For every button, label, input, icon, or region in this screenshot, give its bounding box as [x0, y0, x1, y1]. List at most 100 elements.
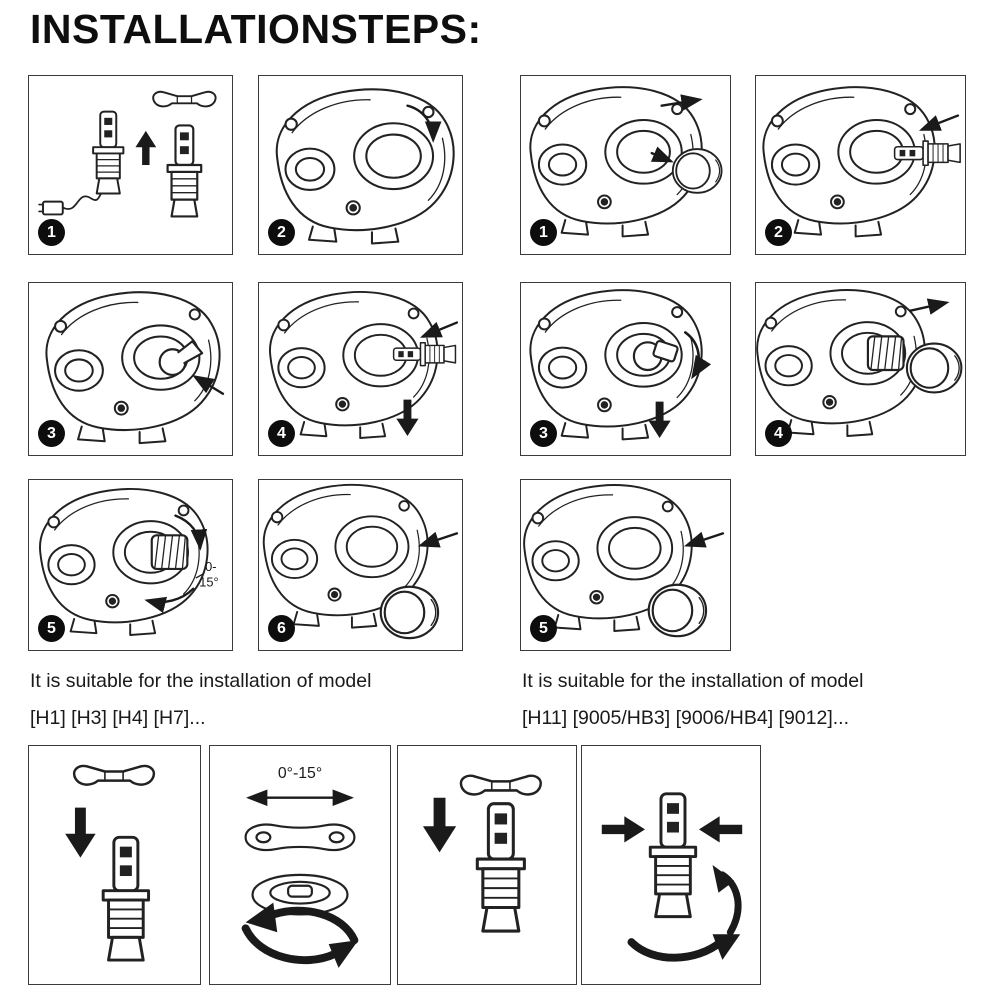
- right-step-2-illustration: [762, 86, 961, 238]
- page-title: INSTALLATIONSTEPS:: [30, 6, 482, 52]
- right-step-2-panel: 2: [755, 75, 966, 255]
- headlight-housing: [529, 289, 703, 441]
- dust-cap: [647, 583, 708, 638]
- rotate-arrow: [241, 924, 339, 965]
- step-number-badge: 2: [268, 219, 295, 246]
- right-arrow: [601, 816, 645, 843]
- power-connector: [38, 188, 106, 216]
- up-arrow: [135, 130, 157, 165]
- left-arrow: [698, 816, 743, 843]
- svg-text:15°: 15°: [199, 575, 218, 590]
- bottom-panel-3: [397, 745, 577, 985]
- left-step-6-illustration: [262, 483, 459, 640]
- left-step-4-panel: 4: [258, 282, 463, 456]
- rotate-arrow-head: [245, 902, 278, 933]
- rotate-arrow: [627, 938, 725, 962]
- note-line-2: [H1] [H3] [H4] [H7]...: [30, 707, 206, 729]
- left-step-2-illustration: [275, 88, 455, 245]
- angle-range-label: 0°-15°: [278, 765, 322, 782]
- dust-cap: [905, 342, 963, 394]
- led-bulb: [166, 124, 203, 218]
- bottom-2-illustration: 0°-15°: [241, 765, 359, 968]
- arrow: [918, 114, 960, 131]
- note-line-1: It is suitable for the installation of m…: [522, 670, 864, 692]
- threaded-collar: [866, 335, 905, 372]
- left-step-1-illustration: [38, 90, 217, 218]
- left-step-5-panel: 0- 15° 5: [28, 479, 233, 651]
- bulb-base: [632, 340, 679, 372]
- step-number-badge: 6: [268, 615, 295, 642]
- right-step-3-illustration: [529, 289, 712, 441]
- svg-text:0-: 0-: [205, 559, 216, 574]
- step-number-badge: 3: [530, 420, 557, 447]
- bulb-base: [158, 340, 204, 377]
- led-bulb: [475, 802, 526, 933]
- retaining-clip: [152, 90, 217, 108]
- headlight-housing: [45, 291, 221, 445]
- bottom-4-illustration: [601, 792, 743, 962]
- left-step-2-panel: 2: [258, 75, 463, 255]
- left-step-6-panel: 6: [258, 479, 463, 651]
- step-number-badge: 2: [765, 219, 792, 246]
- note-line-2: [H11] [9005/HB3] [9006/HB4] [9012]...: [522, 707, 850, 729]
- arrow: [650, 146, 674, 163]
- led-bulb: [648, 792, 698, 919]
- right-step-5-panel: 5: [520, 479, 731, 651]
- right-suitability-note: It is suitable for the installation of m…: [522, 670, 982, 744]
- rotate-arrow-head: [712, 934, 741, 960]
- arrow: [192, 375, 225, 395]
- led-bulb: [92, 110, 125, 195]
- headlight-housing: [269, 291, 439, 439]
- adapter-gasket: [244, 823, 356, 852]
- bottom-panel-1: [28, 745, 201, 985]
- angle-tick: [195, 573, 204, 579]
- threaded-collar: [150, 534, 189, 571]
- arrow: [683, 531, 725, 548]
- bottom-panel-2: 0°-15°: [209, 745, 391, 985]
- led-bulb: [101, 835, 151, 962]
- headlight-housing: [762, 86, 936, 238]
- rotate-arrow-head: [328, 940, 359, 968]
- dust-cap: [379, 585, 440, 640]
- note-line-1: It is suitable for the installation of m…: [30, 670, 372, 692]
- right-step-1-panel: 1: [520, 75, 731, 255]
- rotate-arrow: [684, 331, 712, 380]
- rotate-arrow-head: [712, 865, 735, 893]
- right-step-4-panel: 4: [755, 282, 966, 456]
- rotate-arrow: [174, 514, 208, 551]
- step-number-badge: 4: [268, 420, 295, 447]
- step-number-badge: 3: [38, 420, 65, 447]
- arrow: [909, 298, 950, 315]
- arrow: [417, 531, 459, 548]
- left-step-4-illustration: [269, 291, 459, 439]
- dust-cap: [671, 148, 723, 194]
- left-step-3-panel: 3: [28, 282, 233, 456]
- right-step-1-illustration: [529, 86, 723, 238]
- right-step-5-illustration: [523, 484, 725, 638]
- left-step-3-illustration: [45, 291, 225, 445]
- down-arrow: [65, 807, 96, 858]
- rotate-arrow: [406, 104, 442, 143]
- step-number-badge: 4: [765, 420, 792, 447]
- right-step-4-illustration: [756, 289, 963, 437]
- step-number-badge: 1: [38, 219, 65, 246]
- arrow: [660, 94, 703, 111]
- arrow: [419, 321, 459, 338]
- left-step-1-panel: 1: [28, 75, 233, 255]
- bottom-3-illustration: [422, 774, 542, 933]
- rotate-arrow: [144, 587, 195, 613]
- right-step-3-panel: 3: [520, 282, 731, 456]
- bottom-1-illustration: [65, 764, 156, 962]
- retaining-clip: [459, 774, 542, 796]
- step-number-badge: 5: [530, 615, 557, 642]
- left-step-5-illustration: 0- 15°: [39, 488, 219, 636]
- down-arrow: [422, 797, 457, 853]
- angle-label: 0- 15°: [199, 559, 218, 590]
- step-number-badge: 5: [38, 615, 65, 642]
- retaining-clip: [72, 764, 156, 786]
- step-number-badge: 1: [530, 219, 557, 246]
- rotate-arrow: [269, 906, 359, 945]
- bottom-panel-4: [581, 745, 761, 985]
- left-suitability-note: It is suitable for the installation of m…: [30, 670, 500, 744]
